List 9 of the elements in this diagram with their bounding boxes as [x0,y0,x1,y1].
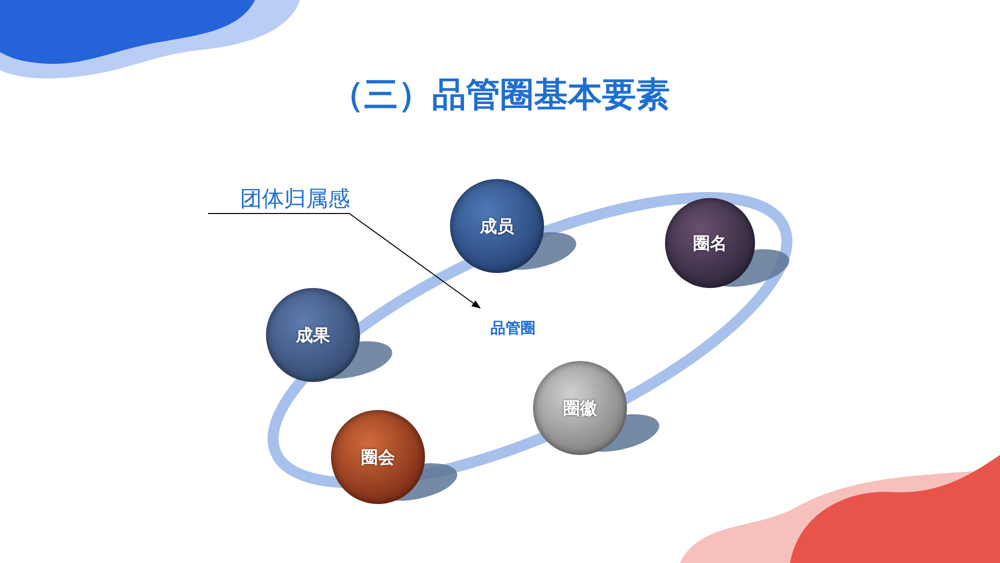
leader-arrow [350,214,481,309]
sphere-label: 成员 [480,216,514,238]
sphere-label: 圈名 [693,232,727,254]
center-label: 品管圈 [478,316,548,340]
callout-text: 团体归属感 [208,184,350,214]
slide-title: （三）品管圈基本要素 [329,74,671,117]
sphere-label: 圈会 [361,446,395,468]
sphere-label: 成果 [296,324,330,346]
sphere-label: 圈徽 [563,398,597,420]
